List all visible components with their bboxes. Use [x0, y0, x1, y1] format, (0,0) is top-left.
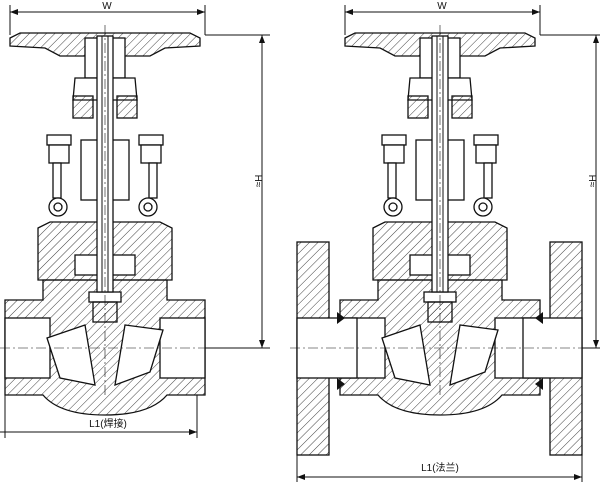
width-label: W [102, 1, 112, 12]
left-valve-view: W H≈ L1(焊接) [0, 1, 270, 438]
width-label: W [437, 1, 447, 12]
right-valve-view: W H≈ L1(法兰) [290, 1, 600, 482]
height-label: H≈ [586, 175, 597, 188]
length-label: L1(法兰) [421, 461, 459, 474]
height-label: H≈ [252, 175, 263, 188]
length-label: L1(焊接) [89, 417, 127, 430]
